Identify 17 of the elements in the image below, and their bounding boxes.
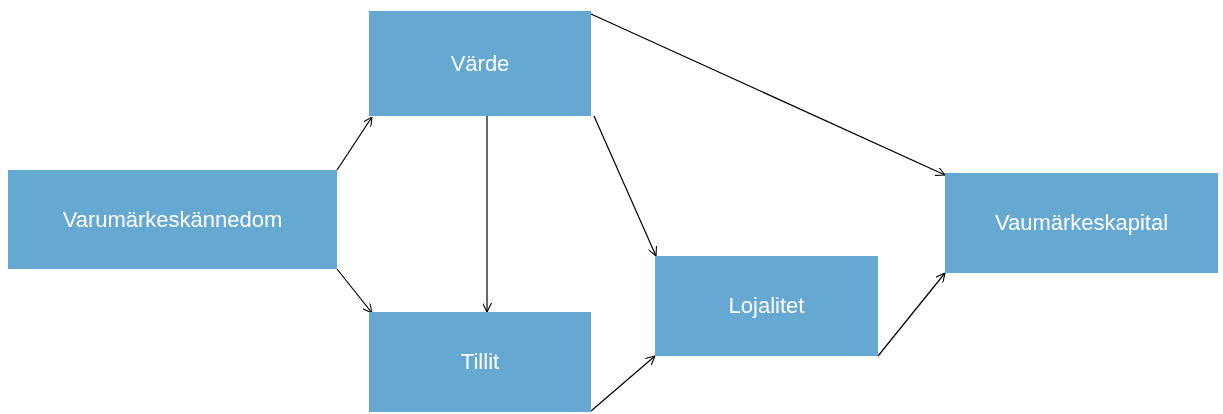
- process-box: [8, 170, 337, 269]
- box-label: Tillit: [460, 349, 500, 375]
- box-label: Vaumärkeskapital: [994, 210, 1169, 236]
- arrow: [590, 13, 946, 176]
- process-box: [945, 173, 1218, 273]
- process-box: [369, 11, 591, 116]
- box-label: Varumärkeskännedom: [62, 206, 283, 233]
- box-label: Lojalitet: [728, 293, 805, 319]
- arrow: [877, 272, 946, 357]
- arrow: [336, 116, 373, 171]
- process-box: [369, 312, 591, 412]
- box-label: Värde: [450, 50, 510, 77]
- arrow: [593, 115, 657, 257]
- arrow: [590, 355, 656, 412]
- process-box: [655, 256, 878, 356]
- arrow: [336, 268, 373, 314]
- arrow: [481, 115, 493, 313]
